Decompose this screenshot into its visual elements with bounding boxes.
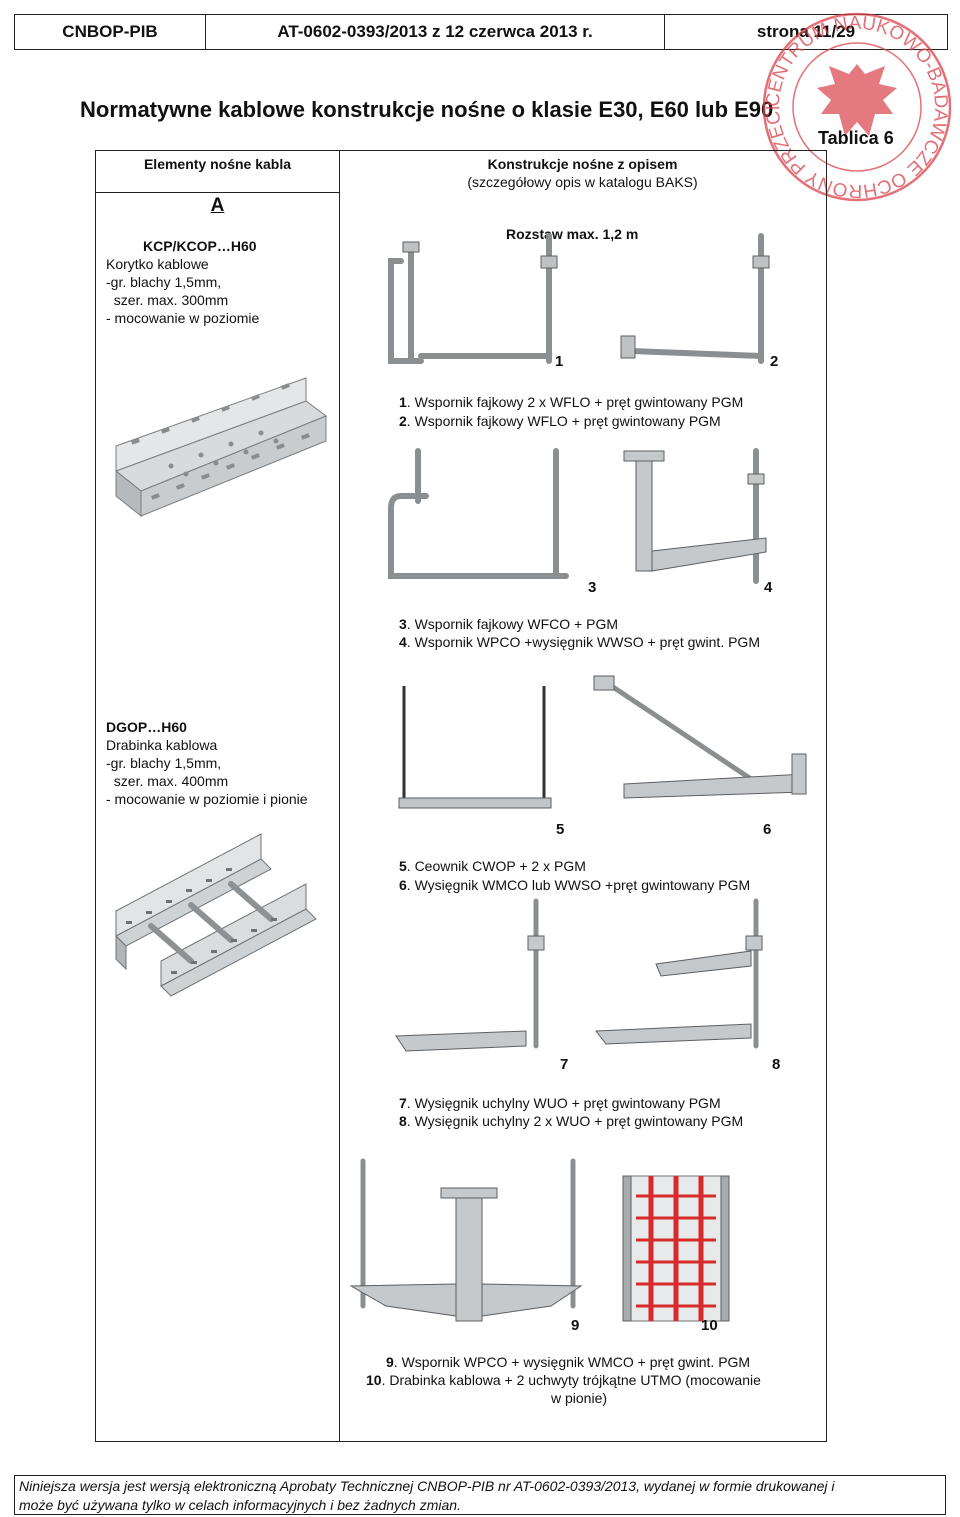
element-a-line4: - mocowanie w poziomie <box>106 310 260 326</box>
element-a-line2: -gr. blachy 1,5mm, <box>106 274 222 290</box>
footer-line-2: może być używana tylko w celach informac… <box>19 1497 461 1513</box>
header-row-divider <box>96 192 339 193</box>
col2-header: Konstrukcje nośne z opisem <box>487 156 678 172</box>
caption-1: 1. Wspornik fajkowy 2 x WFLO + pręt gwin… <box>399 394 744 410</box>
figure-9-10-drawing <box>349 1158 730 1322</box>
page-title: Normatywne kablowe konstrukcje nośne o k… <box>80 97 774 122</box>
column-divider <box>339 151 340 1441</box>
caption-8: 8. Wysięgnik uchylny 2 x WUO + pręt gwin… <box>399 1113 744 1129</box>
figure-number-5: 5 <box>556 821 565 838</box>
caption-10: 10. Drabinka kablowa + 2 uchwyty trójkąt… <box>366 1372 761 1388</box>
element-a-line3: szer. max. 300mm <box>106 292 229 308</box>
figure-number-2: 2 <box>770 353 779 370</box>
footer-line-1: Niniejsza wersja jest wersją elektronicz… <box>19 1478 835 1494</box>
col1-subheader: A <box>210 195 225 216</box>
header-document-number: AT-0602-0393/2013 z 12 czerwca 2013 r. <box>206 15 665 49</box>
figure-1-2-drawing <box>388 233 770 364</box>
element-b-line4: - mocowanie w poziomie i pionie <box>106 791 308 807</box>
figure-number-10: 10 <box>701 1317 718 1334</box>
element-b-line1: Drabinka kablowa <box>106 737 218 753</box>
spacing-label: Rozstaw max. 1,2 m <box>506 226 639 242</box>
caption-3: 3. Wspornik fajkowy WFCO + PGM <box>399 616 618 632</box>
table-number: Tablica 6 <box>818 128 894 148</box>
caption-2: 2. Wspornik fajkowy WFLO + pręt gwintowa… <box>399 413 721 429</box>
caption-6: 6. Wysięgnik WMCO lub WWSO +pręt gwintow… <box>399 877 751 893</box>
caption-7: 7. Wysięgnik uchylny WUO + pręt gwintowa… <box>399 1095 721 1111</box>
col1-header: Elementy nośne kabla <box>143 156 292 172</box>
element-b-line3: szer. max. 400mm <box>106 773 229 789</box>
caption-9: 9. Wspornik WPCO + wysięgnik WMCO + pręt… <box>386 1354 751 1370</box>
figure-number-7: 7 <box>560 1056 569 1073</box>
element-a-name: KCP/KCOP…H60 <box>143 238 257 254</box>
figure-3-4-drawing <box>388 448 767 584</box>
structures-table: Elementy nośne kabla A Konstrukcje nośne… <box>95 150 827 1442</box>
cable-tray-image <box>114 377 328 518</box>
figure-number-8: 8 <box>772 1056 781 1073</box>
caption-5: 5. Ceownik CWOP + 2 x PGM <box>399 858 586 874</box>
figure-number-6: 6 <box>763 821 772 838</box>
eagle-emblem-icon <box>817 64 897 136</box>
page-header: CNBOP-PIB AT-0602-0393/2013 z 12 czerwca… <box>14 14 948 50</box>
page-footer: Niniejsza wersja jest wersją elektronicz… <box>14 1475 946 1515</box>
figure-7-8-drawing <box>395 898 763 1052</box>
header-org: CNBOP-PIB <box>15 15 206 49</box>
figure-number-1: 1 <box>555 353 564 370</box>
element-a-line1: Korytko kablowe <box>106 256 209 272</box>
figure-5-6-drawing <box>398 675 807 809</box>
certification-stamp: CENTRUM NAUKOWO-BADAWCZE OCHRONY PRZECIW… <box>760 10 952 202</box>
caption-10-continued: w pionie) <box>551 1390 608 1406</box>
header-page-number: strona 11/29 <box>756 22 856 41</box>
vertical-ladder-icon <box>622 1175 730 1322</box>
caption-4: 4. Wspornik WPCO +wysięgnik WWSO + pręt … <box>399 634 760 650</box>
cable-ladder-image <box>115 833 317 997</box>
figure-number-3: 3 <box>588 579 597 596</box>
col2-header-sub: (szczegółowy opis w katalogu BAKS) <box>467 174 698 190</box>
figure-number-4: 4 <box>764 579 773 596</box>
element-b-line2: -gr. blachy 1,5mm, <box>106 755 222 771</box>
element-b-name: DGOP…H60 <box>106 719 187 735</box>
figure-number-9: 9 <box>571 1317 580 1334</box>
